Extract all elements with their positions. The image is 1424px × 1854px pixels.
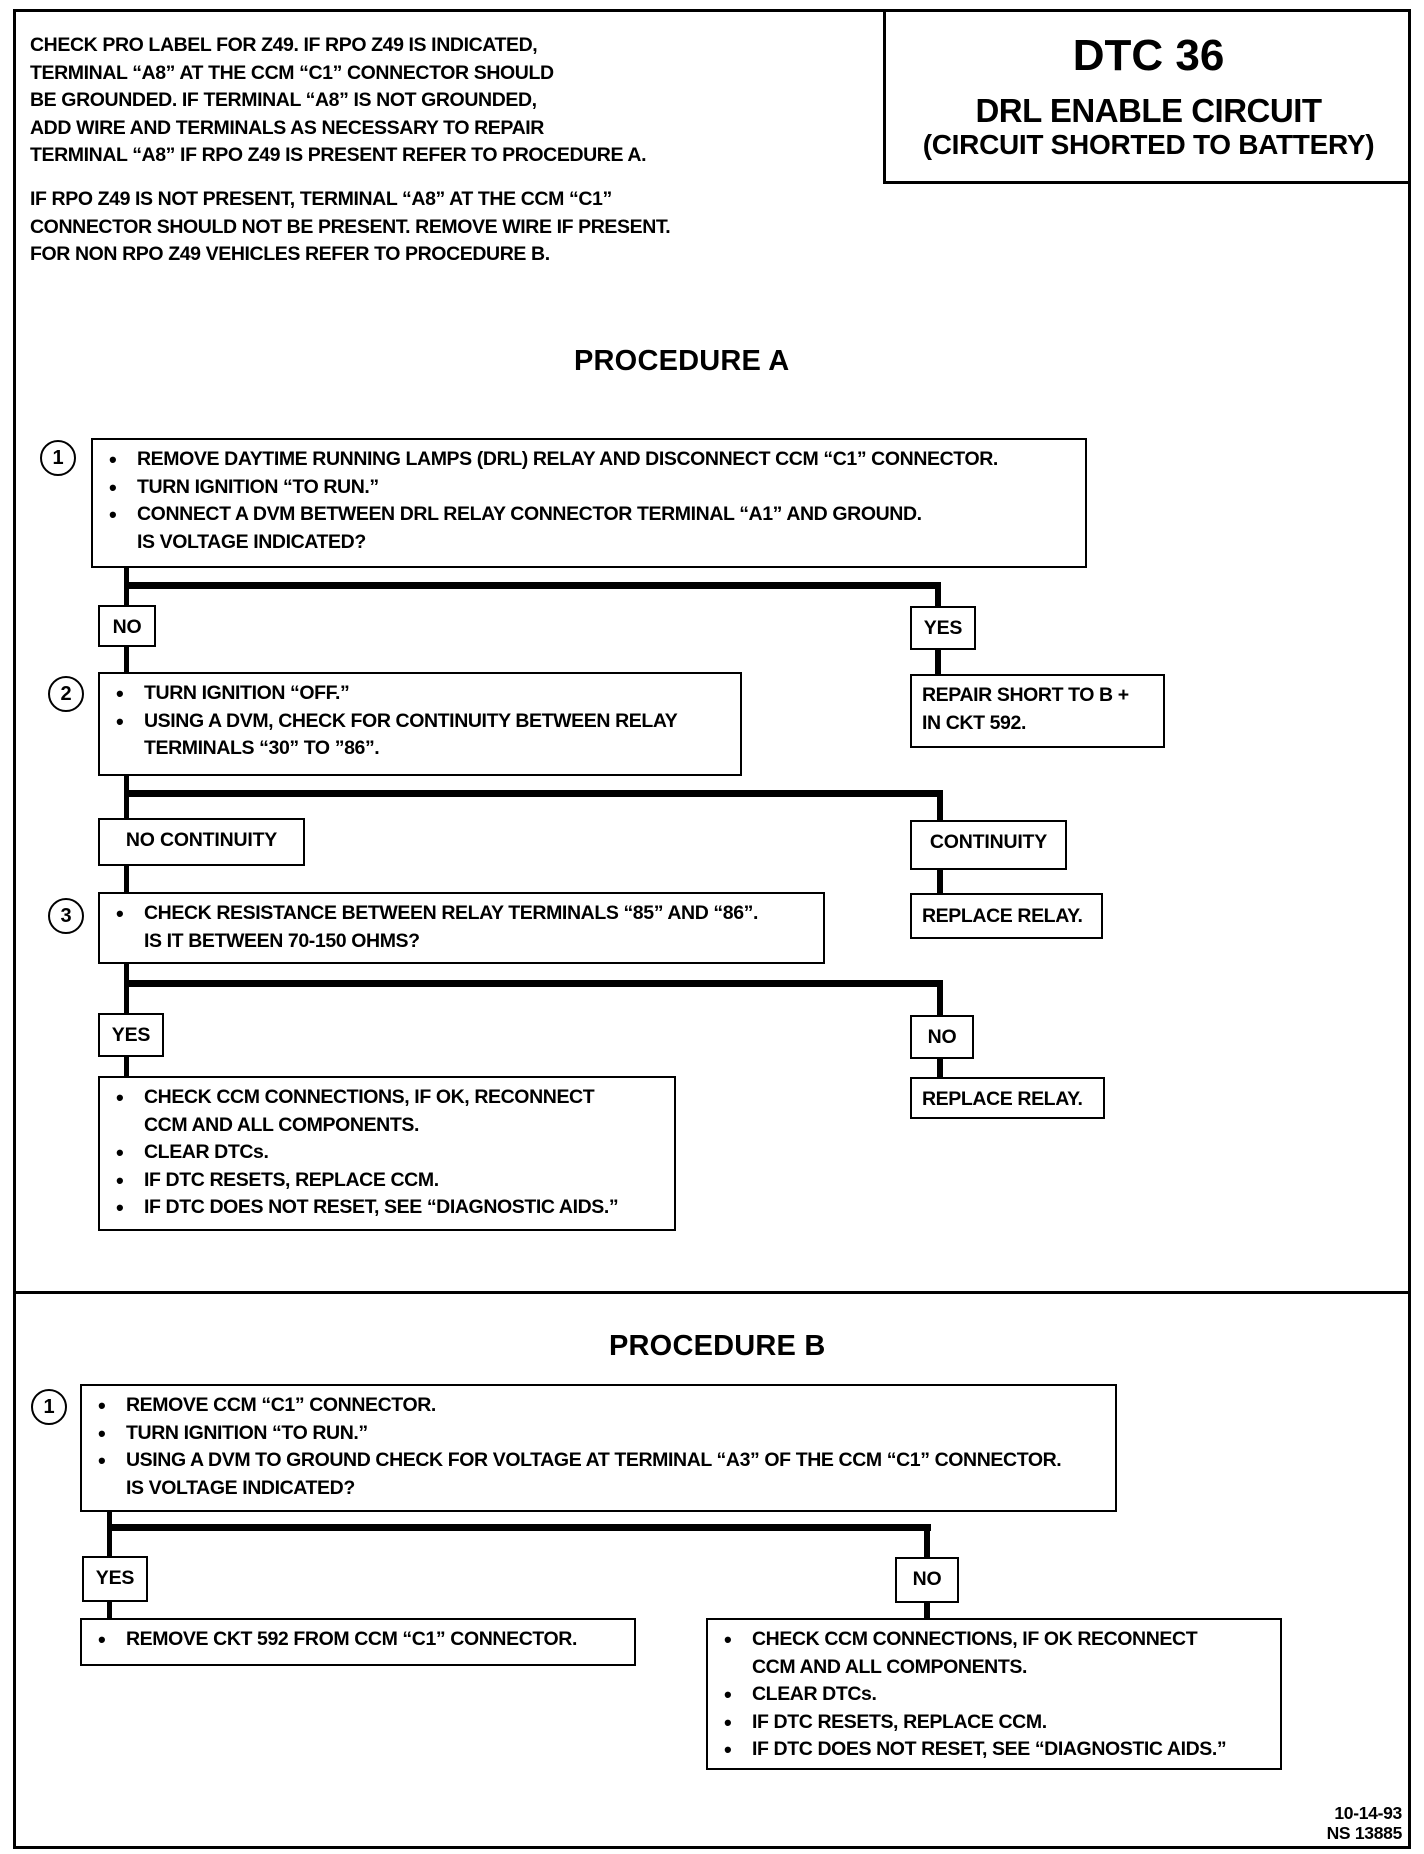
list-item: IF DTC RESETS, REPLACE CCM. (110, 1167, 664, 1195)
list-item: CHECK CCM CONNECTIONS, IF OK RECONNECT (718, 1626, 1270, 1654)
connector-line (124, 565, 129, 615)
connector-line (124, 775, 129, 820)
title-line-1: DRL ENABLE CIRCUIT (975, 92, 1322, 129)
connector-line (124, 790, 942, 797)
procedure-a-step-3-box: CHECK RESISTANCE BETWEEN RELAY TERMINALS… (98, 892, 825, 964)
connector-line (924, 1602, 930, 1622)
step-1-marker: 1 (31, 1389, 67, 1425)
list-item: REMOVE CKT 592 FROM CCM “C1” CONNECTOR. (92, 1626, 624, 1654)
connector-line (124, 963, 129, 1015)
connector-line (107, 1510, 112, 1556)
intro-line: CONNECTOR SHOULD NOT BE PRESENT. REMOVE … (30, 215, 671, 238)
connector-line (124, 980, 942, 987)
intro-line: FOR NON RPO Z49 VEHICLES REFER TO PROCED… (30, 243, 550, 266)
repair-short-box: REPAIR SHORT TO B + IN CKT 592. (910, 674, 1165, 748)
intro-line: CHECK PRO LABEL FOR Z49. IF RPO Z49 IS I… (30, 34, 538, 56)
procedure-a-step-1-box: REMOVE DAYTIME RUNNING LAMPS (DRL) RELAY… (91, 438, 1087, 568)
procedure-b-step-1-box: REMOVE CCM “C1” CONNECTOR. TURN IGNITION… (80, 1384, 1117, 1512)
list-item: TURN IGNITION “TO RUN.” (103, 474, 1075, 502)
connector-line (937, 790, 943, 820)
connector-line (935, 648, 941, 676)
no-label: NO (895, 1557, 959, 1603)
yes-label: YES (98, 1013, 164, 1057)
list-item: TURN IGNITION “OFF.” (110, 680, 730, 708)
replace-relay-box: REPLACE RELAY. (910, 1077, 1105, 1119)
step-1-marker: 1 (40, 440, 76, 476)
procedure-a-result-box: CHECK CCM CONNECTIONS, IF OK, RECONNECT … (98, 1076, 676, 1231)
step-question: IS IT BETWEEN 70-150 OHMS? (144, 929, 420, 952)
list-item-continuation: CCM AND ALL COMPONENTS. (144, 1113, 419, 1136)
no-label: NO (910, 1015, 974, 1059)
step-question: IS VOLTAGE INDICATED? (126, 1476, 355, 1499)
result-line: REPAIR SHORT TO B + (922, 684, 1129, 706)
list-item: REMOVE CCM “C1” CONNECTOR. (92, 1392, 1105, 1420)
list-item: CHECK CCM CONNECTIONS, IF OK, RECONNECT (110, 1084, 664, 1112)
list-item-continuation: TERMINALS “30” TO ”86”. (144, 737, 380, 760)
connector-line (937, 980, 943, 1015)
no-label: NO (98, 605, 156, 647)
result-line: IN CKT 592. (922, 711, 1026, 734)
connector-line (937, 868, 943, 894)
list-item: USING A DVM, CHECK FOR CONTINUITY BETWEE… (110, 708, 730, 736)
list-item: IF DTC DOES NOT RESET, SEE “DIAGNOSTIC A… (110, 1194, 664, 1222)
page-frame (13, 9, 1411, 1849)
title-line-2: (CIRCUIT SHORTED TO BATTERY) (922, 129, 1375, 160)
document-footer: 10-14-93 NS 13885 (1300, 1803, 1403, 1843)
list-item: TURN IGNITION “TO RUN.” (92, 1420, 1105, 1448)
list-item: REMOVE DAYTIME RUNNING LAMPS (DRL) RELAY… (103, 446, 1075, 474)
dtc-code: DTC 36 (1072, 31, 1225, 80)
list-item: CLEAR DTCs. (110, 1139, 664, 1167)
step-2-marker: 2 (48, 676, 84, 712)
list-item-continuation: CCM AND ALL COMPONENTS. (752, 1655, 1027, 1678)
intro-line: TERMINAL “A8” IF RPO Z49 IS PRESENT REFE… (30, 144, 647, 167)
step-question: IS VOLTAGE INDICATED? (137, 530, 366, 553)
connector-line (124, 582, 940, 589)
title-box: DTC 36 DRL ENABLE CIRCUIT (CIRCUIT SHORT… (883, 9, 1411, 184)
list-item: CONNECT A DVM BETWEEN DRL RELAY CONNECTO… (103, 501, 1075, 529)
continuity-label: CONTINUITY (910, 820, 1067, 870)
intro-text: CHECK PRO LABEL FOR Z49. IF RPO Z49 IS I… (30, 32, 671, 285)
connector-line (924, 1524, 930, 1558)
connector-line (124, 1056, 129, 1078)
footer-code: NS 13885 (1326, 1823, 1403, 1843)
intro-line: TERMINAL “A8” AT THE CCM “C1” CONNECTOR … (30, 61, 554, 84)
intro-line: BE GROUNDED. IF TERMINAL “A8” IS NOT GRO… (30, 89, 537, 112)
connector-line (935, 582, 941, 616)
list-item: CLEAR DTCs. (718, 1681, 1270, 1709)
procedure-b-result-box: CHECK CCM CONNECTIONS, IF OK RECONNECT C… (706, 1618, 1282, 1770)
yes-label: YES (82, 1556, 148, 1602)
intro-line: IF RPO Z49 IS NOT PRESENT, TERMINAL “A8”… (30, 187, 612, 210)
list-item: IF DTC DOES NOT RESET, SEE “DIAGNOSTIC A… (718, 1736, 1270, 1764)
remove-ckt-box: REMOVE CKT 592 FROM CCM “C1” CONNECTOR. (80, 1618, 636, 1666)
connector-line (937, 1058, 943, 1080)
connector-line (107, 1524, 931, 1531)
no-continuity-label: NO CONTINUITY (98, 818, 305, 866)
connector-line (124, 644, 129, 674)
intro-line: ADD WIRE AND TERMINALS AS NECESSARY TO R… (30, 116, 544, 139)
list-item: IF DTC RESETS, REPLACE CCM. (718, 1709, 1270, 1737)
list-item: USING A DVM TO GROUND CHECK FOR VOLTAGE … (92, 1447, 1105, 1475)
replace-relay-box: REPLACE RELAY. (910, 893, 1103, 939)
intro-paragraph-1: CHECK PRO LABEL FOR Z49. IF RPO Z49 IS I… (30, 32, 670, 170)
procedure-a-heading: PROCEDURE A (574, 345, 790, 377)
connector-line (124, 865, 129, 895)
footer-date: 10-14-93 (1334, 1803, 1402, 1823)
yes-label: YES (910, 606, 976, 650)
list-item: CHECK RESISTANCE BETWEEN RELAY TERMINALS… (110, 900, 813, 928)
procedure-a-step-2-box: TURN IGNITION “OFF.” USING A DVM, CHECK … (98, 672, 742, 776)
procedure-b-heading: PROCEDURE B (609, 1330, 826, 1362)
step-3-marker: 3 (48, 898, 84, 934)
procedure-divider (13, 1291, 1411, 1294)
connector-line (107, 1600, 112, 1620)
intro-paragraph-2: IF RPO Z49 IS NOT PRESENT, TERMINAL “A8”… (30, 186, 671, 269)
